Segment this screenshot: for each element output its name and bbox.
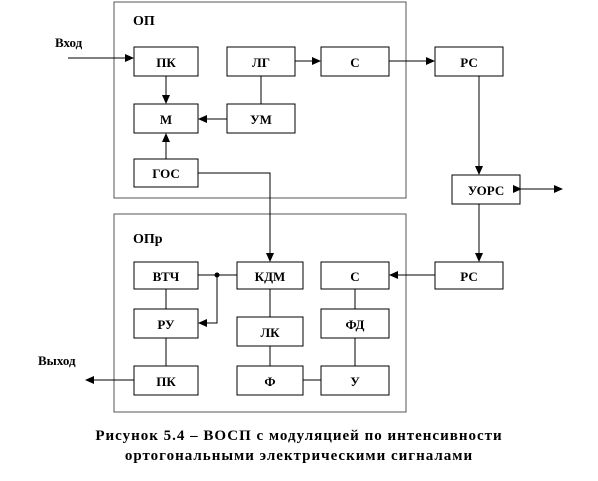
- block-gos-label: ГОС: [152, 166, 180, 181]
- block-s-bot: С: [320, 261, 390, 290]
- receiver-label: ОПр: [133, 232, 163, 247]
- output-label: Выход: [38, 353, 76, 368]
- input-label: Вход: [55, 35, 83, 50]
- block-pk-bot-label: ПК: [156, 374, 176, 389]
- block-um-label: УМ: [250, 112, 272, 127]
- block-u-label: У: [350, 374, 360, 389]
- block-ru: РУ: [133, 308, 199, 339]
- block-lk-label: ЛК: [260, 325, 280, 340]
- block-m: М: [133, 103, 199, 134]
- block-ru-label: РУ: [157, 317, 175, 332]
- block-vtch: ВТЧ: [133, 261, 199, 290]
- block-pk-top: ПК: [133, 46, 199, 77]
- block-kdm-label: КДМ: [255, 269, 286, 284]
- figure-caption-line-1: Рисунок 5.4 – ВОСП с модуляцией по интен…: [95, 428, 503, 444]
- figure-caption-line-2: ортогональными электрическими сигналами: [124, 448, 474, 464]
- arrow-junction-to-ru: [198, 275, 218, 327]
- block-s-top: С: [320, 46, 390, 77]
- arrow-gos-to-kdm: [198, 172, 274, 262]
- block-rs-top: РС: [434, 46, 504, 77]
- block-vtch-label: ВТЧ: [153, 269, 180, 284]
- block-uors: УОРС: [451, 174, 521, 205]
- block-rs-bot-label: РС: [460, 269, 478, 284]
- block-pk-bot: ПК: [133, 365, 199, 396]
- receiver-frame: [113, 213, 407, 413]
- block-f: Ф: [236, 365, 304, 396]
- block-m-label: М: [160, 112, 172, 127]
- transmitter-frame: [113, 1, 407, 199]
- block-f-label: Ф: [264, 374, 275, 389]
- block-lk: ЛК: [236, 316, 304, 347]
- block-pk-top-label: ПК: [156, 55, 176, 70]
- transmitter-label: ОП: [133, 14, 155, 29]
- block-rs-top-label: РС: [460, 55, 478, 70]
- block-s-top-label: С: [350, 55, 359, 70]
- block-um: УМ: [226, 103, 296, 134]
- block-fd-label: ФД: [346, 317, 365, 332]
- block-lg: ЛГ: [226, 46, 296, 77]
- block-fd: ФД: [320, 308, 390, 339]
- block-rs-bot: РС: [434, 261, 504, 290]
- block-u: У: [320, 365, 390, 396]
- block-gos: ГОС: [133, 158, 199, 188]
- block-kdm: КДМ: [236, 261, 304, 290]
- block-lg-label: ЛГ: [252, 55, 270, 70]
- block-uors-label: УОРС: [468, 183, 505, 198]
- block-s-bot-label: С: [350, 269, 359, 284]
